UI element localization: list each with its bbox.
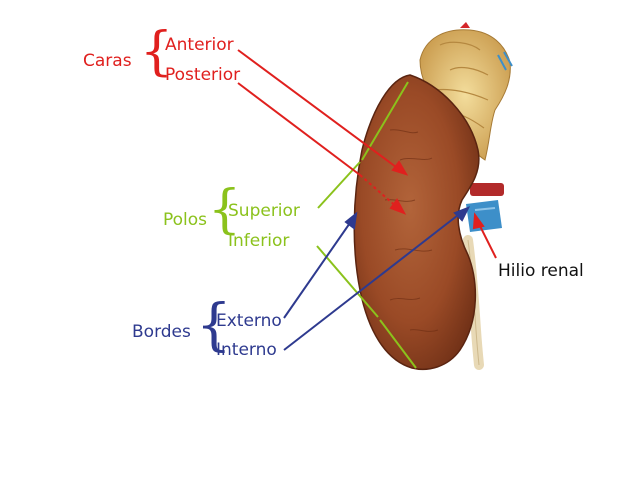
bordes-externo: Externo <box>216 311 282 331</box>
hilio-arrow <box>472 212 497 259</box>
bordes-interno: Interno <box>216 340 277 360</box>
caras-anterior: Anterior <box>165 35 234 55</box>
polos-brace: { <box>208 180 242 240</box>
polos-superior: Superior <box>228 201 300 221</box>
caras-brace: { <box>140 22 174 82</box>
caras-title: Caras <box>83 51 132 71</box>
hilio-label: Hilio renal <box>498 261 584 281</box>
polos-title: Polos <box>163 210 208 230</box>
polos-inferior: Inferior <box>228 231 290 251</box>
caras-arrows <box>237 49 409 215</box>
kidney <box>353 74 480 371</box>
caras-posterior: Posterior <box>165 65 241 85</box>
bordes-brace: { <box>196 293 232 358</box>
bordes-title: Bordes <box>132 322 191 342</box>
bordes-arrows <box>283 206 471 351</box>
